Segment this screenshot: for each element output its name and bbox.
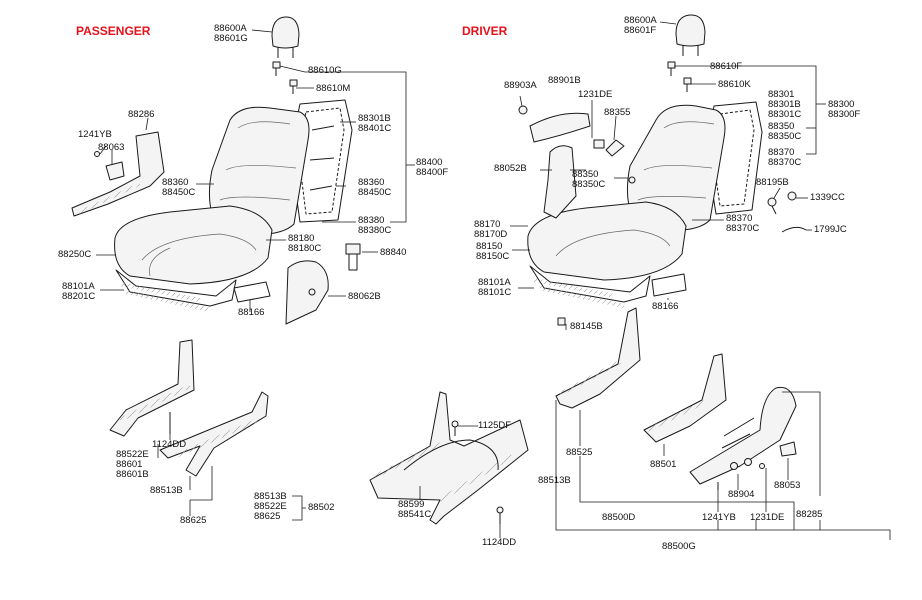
part-label-p-88610g: 88610G xyxy=(308,65,342,76)
part-label-d-88195b: 88195B xyxy=(756,177,789,188)
p-headrest-part xyxy=(271,16,300,49)
d-88285-part xyxy=(689,386,797,485)
d-88901b-part xyxy=(529,112,591,143)
d-88052b-part xyxy=(543,145,577,219)
part-label-d-1231de-b: 1231DE xyxy=(750,512,785,523)
part-label-p-88610m: 88610M xyxy=(316,83,351,94)
center-track-illustration xyxy=(369,391,529,525)
part-label-p-88062b: 88062B xyxy=(348,291,381,302)
part-label-d-88500d: 88500D xyxy=(602,512,636,523)
part-label-p-1241yb: 1241YB xyxy=(78,129,112,140)
part-label-m-1125df: 1125DF xyxy=(478,420,512,431)
leader-lines xyxy=(96,21,891,540)
d-seat-cushion-part xyxy=(527,201,687,281)
part-label-p-88286: 88286 xyxy=(128,109,155,120)
p-seat-track xyxy=(109,339,195,437)
part-label-p-88166: 88166 xyxy=(238,307,265,318)
part-label-d-88610k: 88610K xyxy=(718,79,751,90)
part-label-d-88610f: 88610F xyxy=(710,61,743,72)
part-label-d-88052b: 88052B xyxy=(494,163,527,174)
passenger-seat-illustration xyxy=(71,16,361,477)
driver-section-title: DRIVER xyxy=(462,24,508,38)
part-label-p-88840: 88840 xyxy=(380,247,407,258)
p-seat-cushion-part xyxy=(114,205,273,285)
part-label-d-88500g: 88500G xyxy=(662,541,696,552)
part-label-d-88501: 88501 xyxy=(650,459,677,470)
part-label-d-1339cc: 1339CC xyxy=(810,192,845,203)
part-label-d-88285: 88285 xyxy=(796,509,823,520)
part-label-d-88513b: 88513B xyxy=(538,475,571,486)
part-label-d-1231de: 1231DE xyxy=(578,89,613,100)
part-label-d-88525: 88525 xyxy=(566,447,593,458)
part-label-p-1124dd: 1124DD xyxy=(152,439,187,450)
part-label-m-1124dd: 1124DD xyxy=(482,537,517,548)
part-label-p-88513b: 88513B xyxy=(150,485,183,496)
part-label-d-88053: 88053 xyxy=(774,480,801,491)
p-seatback-part xyxy=(208,106,310,235)
part-label-p-88625: 88625 xyxy=(180,515,207,526)
part-label-p-88502: 88502 xyxy=(308,502,335,513)
p-88286-part xyxy=(71,131,165,217)
part-label-p-88250c: 88250C xyxy=(58,249,92,260)
driver-seat-illustration xyxy=(518,14,807,490)
part-label-d-88166: 88166 xyxy=(652,301,679,312)
part-label-p-88063: 88063 xyxy=(98,142,125,153)
part-label-d-88901b: 88901B xyxy=(548,75,581,86)
p-88062b-part xyxy=(285,260,329,325)
part-label-d-1241yb: 1241YB xyxy=(702,512,736,523)
part-label-d-88904: 88904 xyxy=(728,489,755,500)
d-headrest-part xyxy=(675,14,706,47)
part-label-d-88355: 88355 xyxy=(604,107,631,118)
part-label-d-88903a: 88903A xyxy=(504,80,537,91)
part-label-d-1799jc: 1799JC xyxy=(814,224,847,235)
part-label-d-88145b: 88145B xyxy=(570,321,603,332)
passenger-section-title: PASSENGER xyxy=(76,24,151,38)
